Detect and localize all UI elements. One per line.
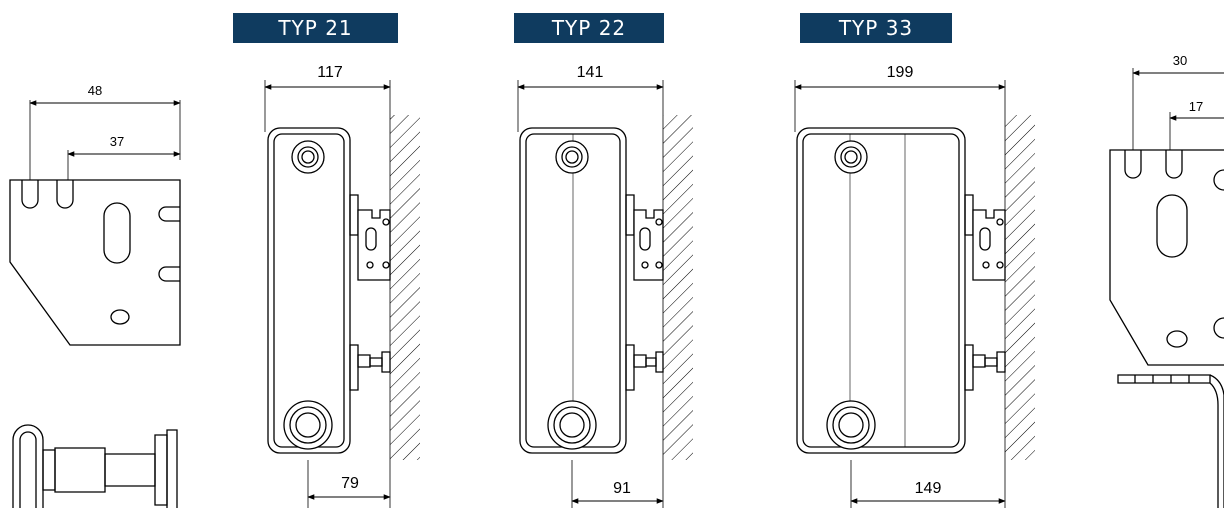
typ-21-depth-dimension: 79	[341, 475, 359, 492]
typ-21-width-dimension: 117	[317, 64, 343, 81]
right-bracket-outer-dimension: 30	[1172, 53, 1188, 68]
typ-33-depth-dimension: 149	[914, 480, 942, 497]
radiator-typ-21	[264, 80, 420, 508]
radiator-typ-22	[517, 80, 693, 508]
right-bracket-inner-dimension: 17	[1188, 99, 1204, 114]
typ-22-label: TYP 22	[514, 13, 664, 43]
typ-22-depth-dimension: 91	[613, 480, 631, 497]
typ-33-label: TYP 33	[800, 13, 952, 43]
typ-21-label: TYP 21	[233, 13, 398, 43]
typ-22-width-dimension: 141	[576, 64, 604, 81]
left-bracket-inner-dimension: 37	[109, 134, 125, 149]
left-bracket-detail	[10, 100, 181, 508]
radiator-typ-33	[794, 80, 1035, 508]
typ-33-width-dimension: 199	[886, 64, 914, 81]
left-bracket-outer-dimension: 48	[87, 83, 103, 98]
right-bracket-detail	[1110, 68, 1224, 508]
